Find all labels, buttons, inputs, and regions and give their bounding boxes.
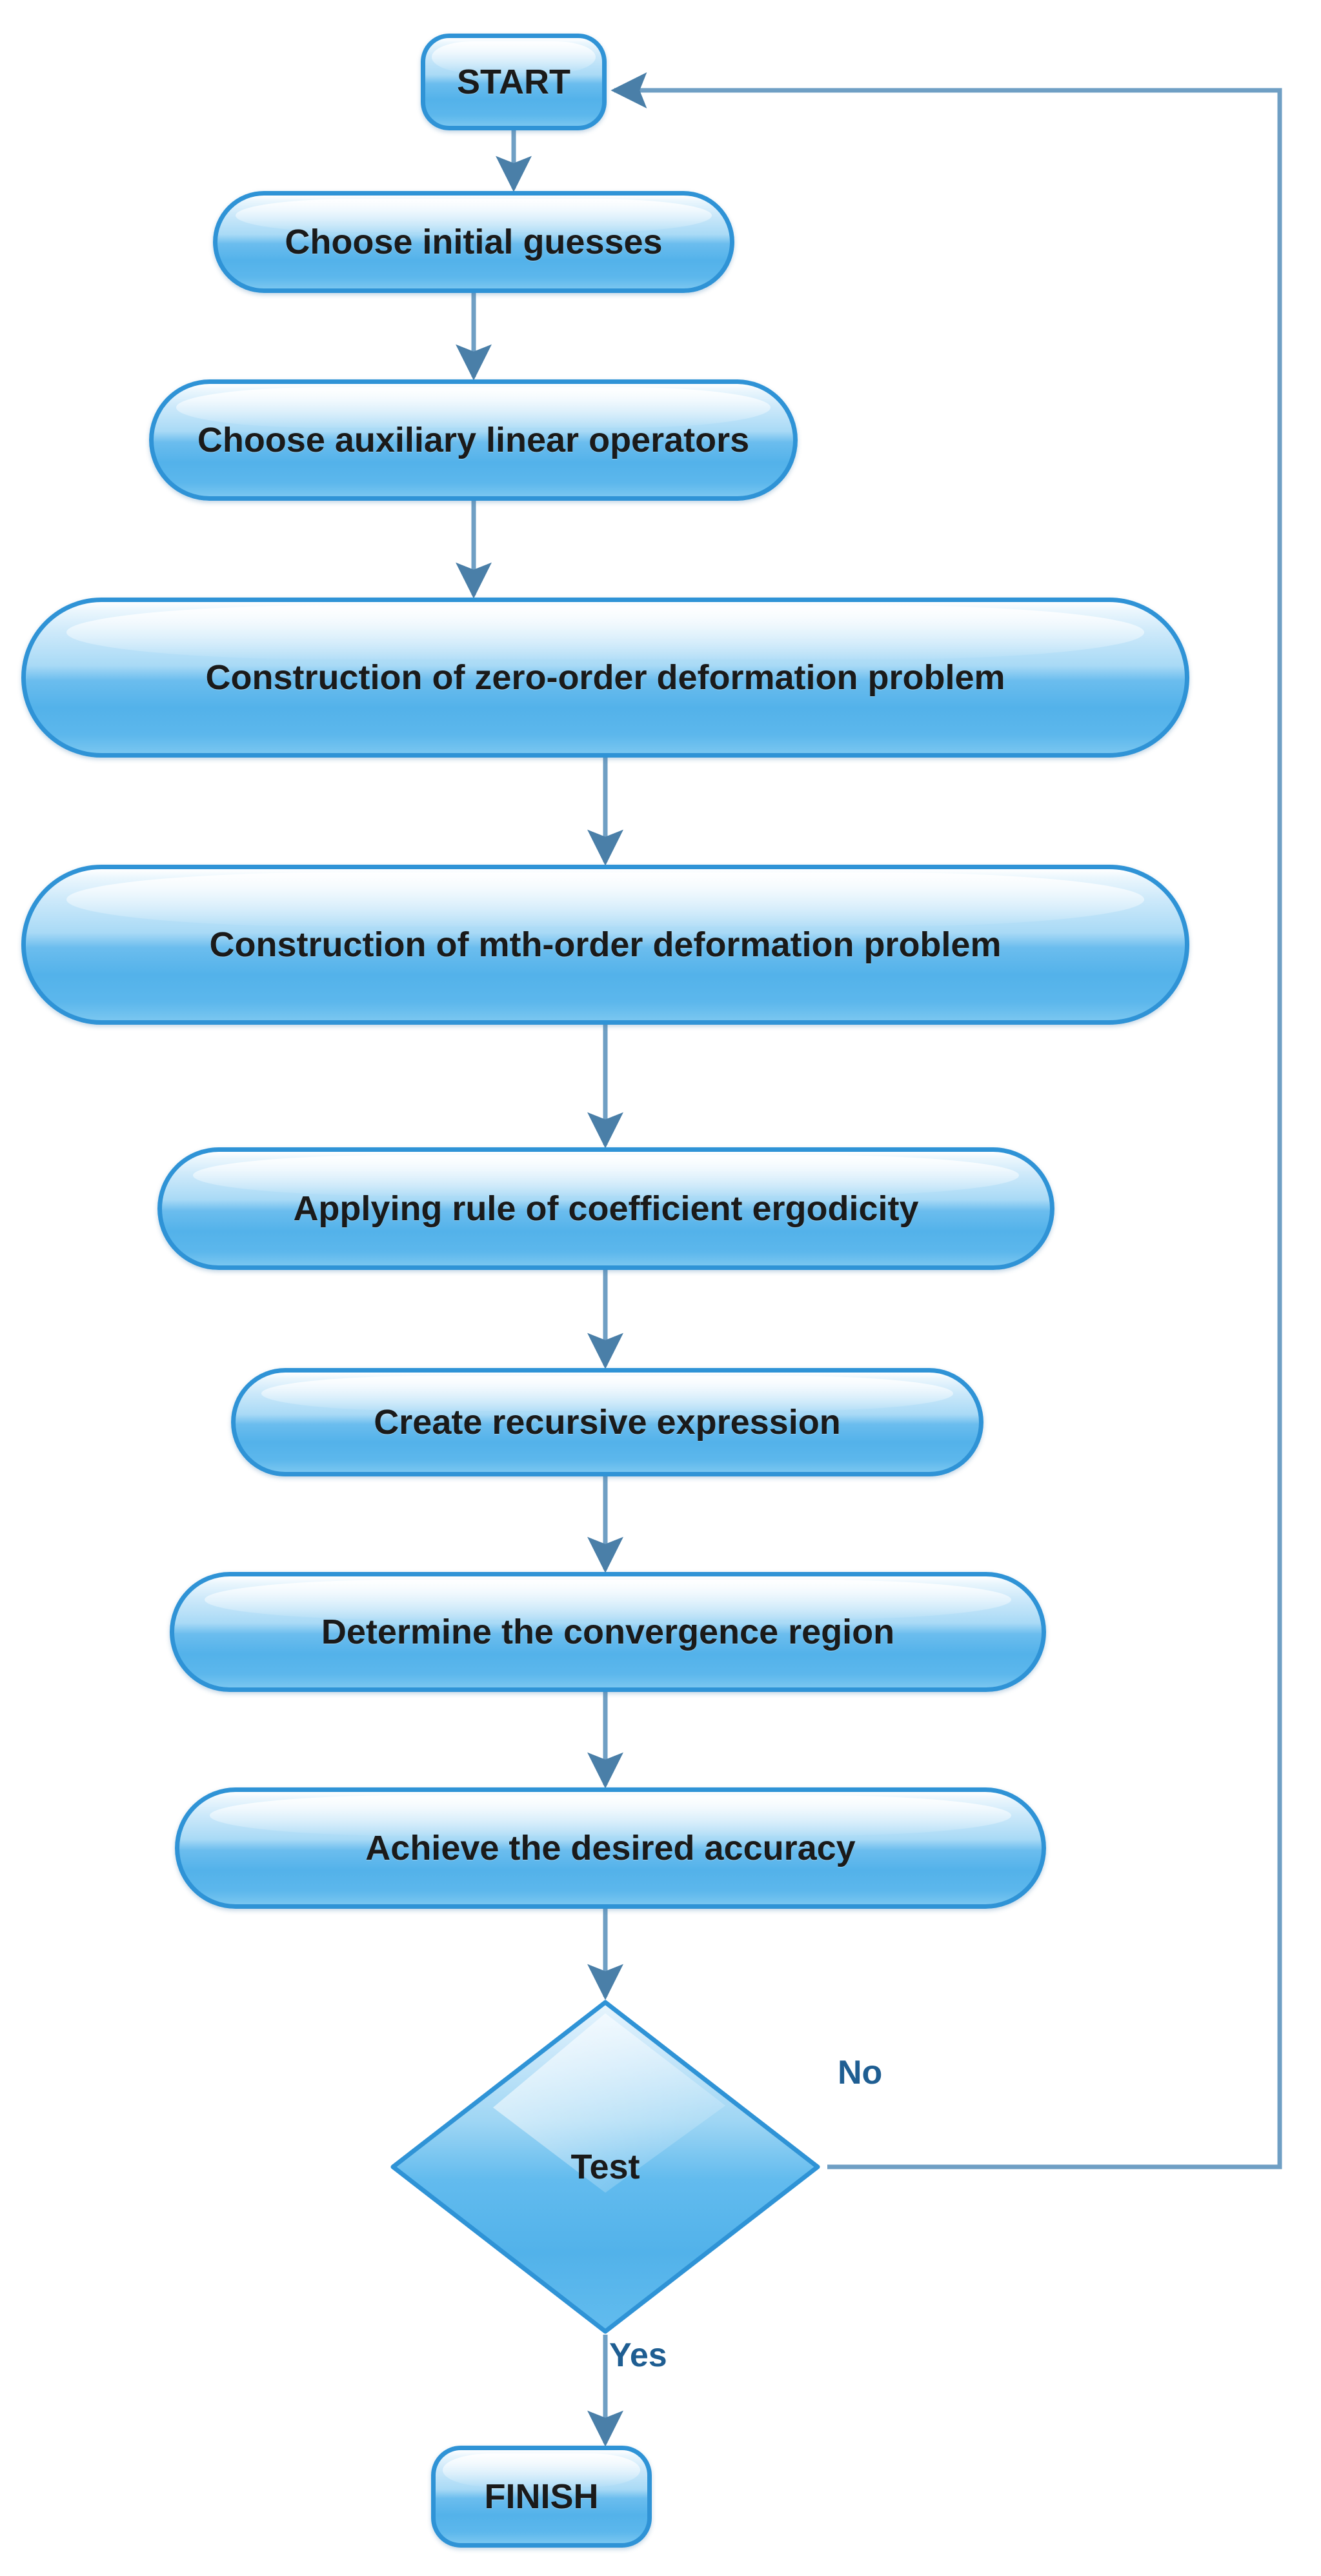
node-determine-convergence-region[interactable]: Determine the convergence region (170, 1572, 1046, 1692)
node-test-decision[interactable]: Test (390, 1999, 821, 2335)
node-mth-order-deformation-label: Construction of mth-order deformation pr… (209, 925, 1002, 964)
node-choose-initial-guesses-label: Choose initial guesses (285, 223, 663, 261)
node-start-label: START (457, 63, 570, 101)
edge-label-yes: Yes (609, 2337, 667, 2374)
node-choose-auxiliary-linear-operators[interactable]: Choose auxiliary linear operators (149, 379, 798, 501)
node-test-label: Test (570, 2148, 640, 2186)
node-finish[interactable]: FINISH (431, 2446, 652, 2548)
node-achieve-desired-accuracy-label: Achieve the desired accuracy (365, 1829, 856, 1867)
node-choose-initial-guesses[interactable]: Choose initial guesses (213, 191, 734, 293)
node-mth-order-deformation[interactable]: Construction of mth-order deformation pr… (21, 865, 1189, 1025)
edge-label-no: No (838, 2054, 883, 2091)
node-choose-auxiliary-linear-operators-label: Choose auxiliary linear operators (197, 421, 750, 459)
node-achieve-desired-accuracy[interactable]: Achieve the desired accuracy (175, 1787, 1046, 1909)
node-create-recursive-expression-label: Create recursive expression (374, 1403, 841, 1442)
node-start[interactable]: START (421, 34, 607, 130)
node-zero-order-deformation[interactable]: Construction of zero-order deformation p… (21, 598, 1189, 758)
node-coefficient-ergodicity-label: Applying rule of coefficient ergodicity (293, 1189, 919, 1228)
node-zero-order-deformation-label: Construction of zero-order deformation p… (205, 658, 1005, 697)
node-determine-convergence-region-label: Determine the convergence region (321, 1613, 895, 1651)
node-coefficient-ergodicity[interactable]: Applying rule of coefficient ergodicity (157, 1147, 1054, 1270)
node-finish-label: FINISH (484, 2477, 599, 2516)
node-create-recursive-expression[interactable]: Create recursive expression (231, 1368, 983, 1476)
